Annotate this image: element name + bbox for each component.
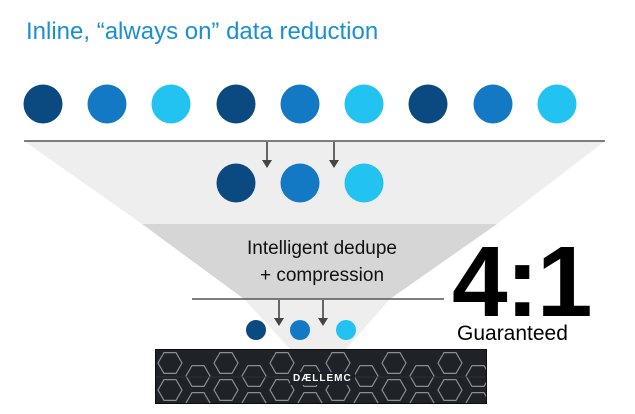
ratio-caption: Guaranteed	[457, 322, 568, 345]
data-block-icon	[87, 84, 127, 124]
data-block-icon	[344, 84, 384, 124]
funnel-middle-section	[142, 224, 497, 299]
reduction-ratio: 4:1	[452, 226, 593, 338]
down-arrow-icon	[329, 142, 339, 168]
data-block-icon	[216, 163, 256, 203]
down-arrow-icon	[318, 300, 328, 326]
data-block-icon	[23, 84, 63, 124]
funnel-bottom-section	[244, 299, 390, 349]
server-icon: DÆLLEMC	[155, 349, 487, 404]
deduped-data-blocks	[216, 163, 384, 203]
funnel-label-line-1: Intelligent dedupe	[246, 238, 397, 259]
data-block-icon	[216, 84, 256, 124]
data-block-icon	[280, 84, 320, 124]
data-block-icon	[290, 320, 310, 340]
data-block-icon	[336, 320, 356, 340]
data-block-icon	[408, 84, 448, 124]
data-block-icon	[537, 84, 577, 124]
funnel-label-line-2: + compression	[259, 265, 385, 286]
input-data-blocks	[23, 84, 577, 124]
down-arrow-icon	[274, 300, 284, 326]
data-block-icon	[246, 320, 266, 340]
page-title: Inline, “always on” data reduction	[26, 18, 379, 45]
compressed-data-blocks	[246, 320, 356, 340]
data-block-icon	[344, 163, 384, 203]
data-block-icon	[280, 163, 320, 203]
data-block-icon	[151, 84, 191, 124]
down-arrow-icon	[262, 142, 272, 168]
data-block-icon	[473, 84, 513, 124]
server-logo: DÆLLEMC	[290, 372, 355, 385]
